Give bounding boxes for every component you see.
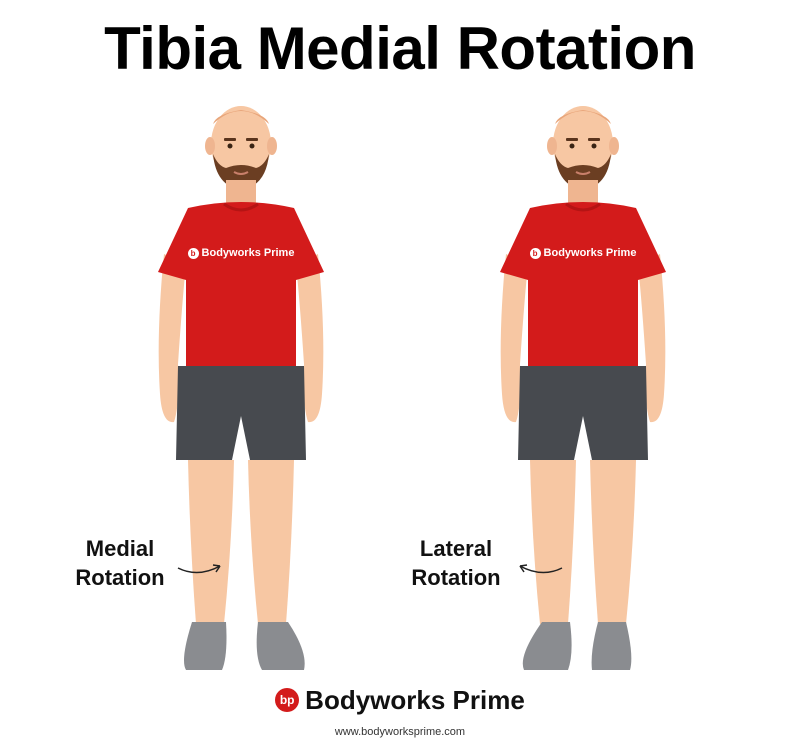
brand-logo-icon: b — [529, 247, 541, 259]
page-title: Tibia Medial Rotation — [104, 15, 696, 82]
person-illustration — [500, 106, 666, 670]
person-illustration — [158, 106, 324, 670]
brand-logo-icon: b — [187, 247, 199, 259]
medial-rotation-label: Medial Rotation — [75, 536, 165, 590]
curved-arrow-icon — [519, 564, 563, 574]
lateral-rotation-label: Lateral Rotation — [411, 536, 501, 590]
curved-arrow-icon — [177, 564, 221, 574]
footer-url: www.bodyworksprime.com — [334, 726, 466, 738]
brand-logo-icon: bp — [275, 688, 300, 713]
